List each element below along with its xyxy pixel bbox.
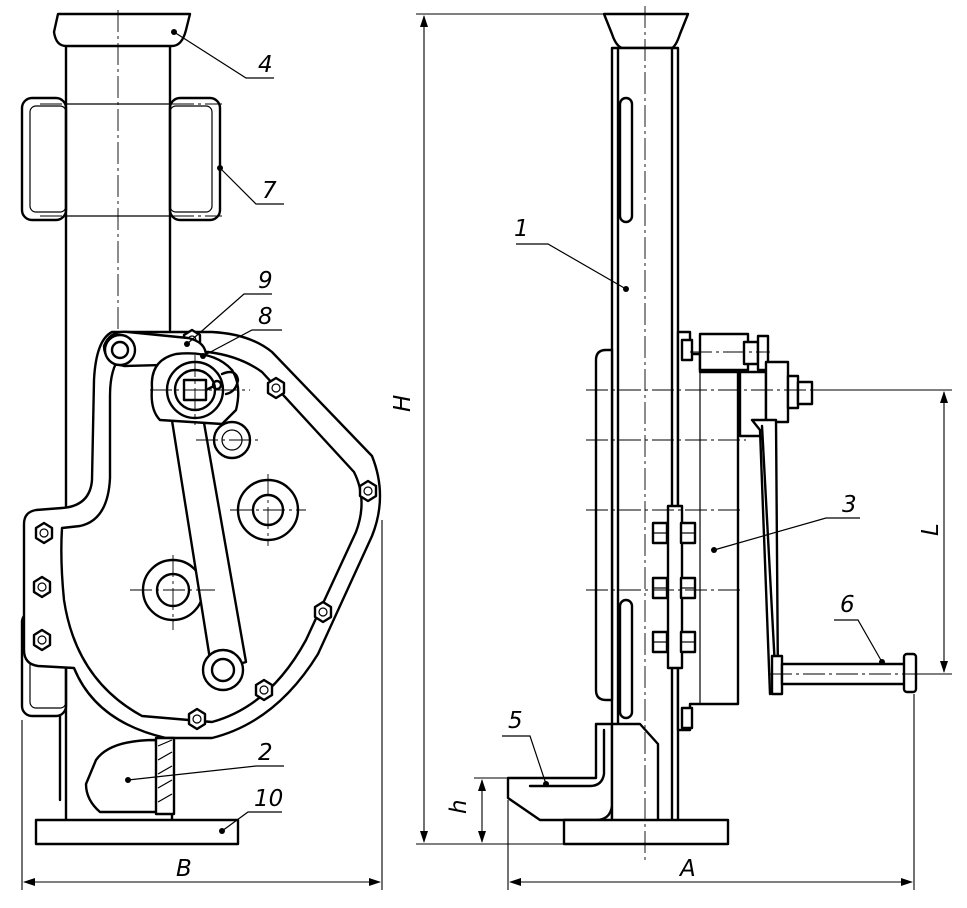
carry-handle-front — [20, 96, 222, 222]
bolt-strap-side — [651, 338, 697, 730]
dimension-lines — [21, 13, 952, 890]
side-view — [506, 6, 930, 862]
dim-A: A — [678, 856, 696, 882]
leader-lines — [125, 29, 885, 834]
callout-10: 10 — [254, 786, 283, 812]
callout-5: 5 — [508, 708, 523, 734]
dim-h: h — [446, 799, 472, 814]
dim-B: B — [176, 856, 192, 882]
callout-labels: 4 7 9 8 2 10 1 3 5 6 — [254, 52, 857, 812]
callout-6: 6 — [840, 592, 855, 618]
centerlines-side — [586, 6, 820, 862]
saddle-side — [602, 12, 690, 50]
base-plate-side — [562, 818, 730, 846]
dim-H: H — [390, 395, 416, 412]
callout-8: 8 — [258, 304, 273, 330]
crank-assembly-side — [738, 360, 814, 696]
dimension-labels: H L h A B — [176, 395, 944, 882]
foot-side — [506, 722, 660, 826]
saddle-front — [52, 12, 192, 48]
callout-7: 7 — [262, 178, 277, 204]
crank-handle-side — [770, 652, 930, 696]
crank-lever-front — [168, 398, 248, 692]
callout-1: 1 — [514, 216, 529, 242]
callout-9: 9 — [258, 268, 273, 294]
callout-4: 4 — [258, 52, 273, 78]
front-view — [20, 10, 382, 846]
callout-3: 3 — [842, 492, 857, 518]
dim-L: L — [918, 523, 944, 536]
base-plate-front — [34, 818, 240, 846]
centerlines-front — [40, 10, 306, 630]
callout-2: 2 — [258, 740, 273, 766]
